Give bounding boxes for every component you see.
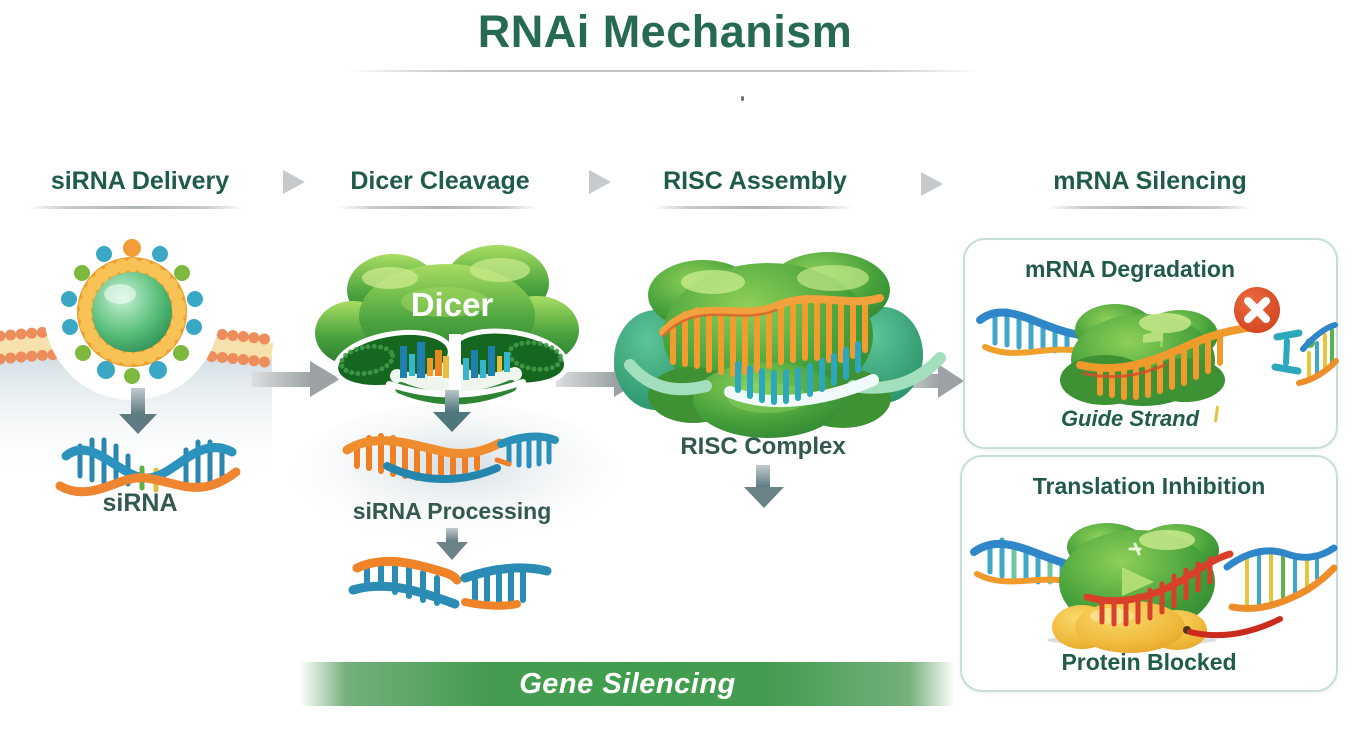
play-mark [1122, 567, 1154, 596]
dicer-illustration: Dicer [292, 245, 622, 610]
stage-dicer-cleavage: Dicer Cleavage [350, 167, 530, 195]
sirna-processing-caption: siRNA Processing [352, 498, 552, 524]
translation-inhibition-title: Translation Inhibition [1032, 473, 1266, 499]
mrna-fragments [1271, 322, 1339, 386]
stage-mrna-silencing: mRNA Silencing [1053, 167, 1247, 195]
mrna-degradation-title: mRNA Degradation [1025, 256, 1235, 282]
mrna-degradation-card: mRNA Degradation [963, 238, 1339, 449]
mrna-degradation-illustration [976, 287, 1339, 406]
gene-silencing-banner: Gene Silencing [300, 662, 955, 706]
right-helix-illustration [1223, 544, 1338, 612]
blocked-mrna-strand [1083, 550, 1283, 639]
stage-underline [653, 206, 853, 209]
sirna-caption: siRNA [102, 489, 178, 517]
guide-strand-illustration [659, 294, 884, 377]
stage-arrow-icon [589, 170, 611, 194]
down-arrow-icon [744, 465, 784, 508]
cross-icon [1234, 287, 1280, 333]
down-arrow-icon [119, 388, 157, 434]
passenger-strand-illustration [724, 341, 879, 408]
processed-sirna-illustration [342, 432, 559, 484]
stage-risc-assembly: RISC Assembly [663, 167, 847, 195]
guide-strand-caption: Guide Strand [1060, 406, 1200, 431]
sparkle-mark [1128, 542, 1142, 556]
risc-complex-caption: RISC Complex [680, 433, 846, 460]
risc-complex-illustration [614, 252, 946, 508]
target-mrna-strand [1076, 323, 1259, 400]
liposome-illustration [44, 224, 220, 400]
translation-inhibition-illustration [970, 523, 1338, 653]
separated-strands-illustration [348, 556, 552, 610]
cleavage-mark [1143, 329, 1163, 347]
stage-sirna-delivery: siRNA Delivery [50, 167, 230, 195]
down-arrow-icon [436, 528, 468, 560]
protein-blocked-caption: Protein Blocked [1061, 649, 1237, 675]
rna-fragments-in-mouth [400, 342, 510, 380]
flow-arrow-icon [252, 361, 340, 397]
stage-arrow-icon [921, 172, 943, 196]
stray-dot [741, 96, 744, 101]
title-divider [345, 70, 980, 72]
down-arrow-icon [433, 390, 471, 432]
dicer-protein-label: Dicer [411, 286, 494, 323]
sirna-delivery-illustration [0, 224, 278, 497]
sirna-duplex-illustration [55, 437, 241, 497]
page-title: RNAi Mechanism [477, 6, 853, 57]
gene-silencing-label: Gene Silencing [519, 667, 736, 700]
stage-underline [28, 206, 244, 209]
stage-underline [1048, 206, 1252, 209]
stage-underline [338, 206, 538, 209]
translation-inhibition-card: Translation Inhibition [960, 455, 1338, 692]
stage-arrow-icon [283, 170, 305, 194]
